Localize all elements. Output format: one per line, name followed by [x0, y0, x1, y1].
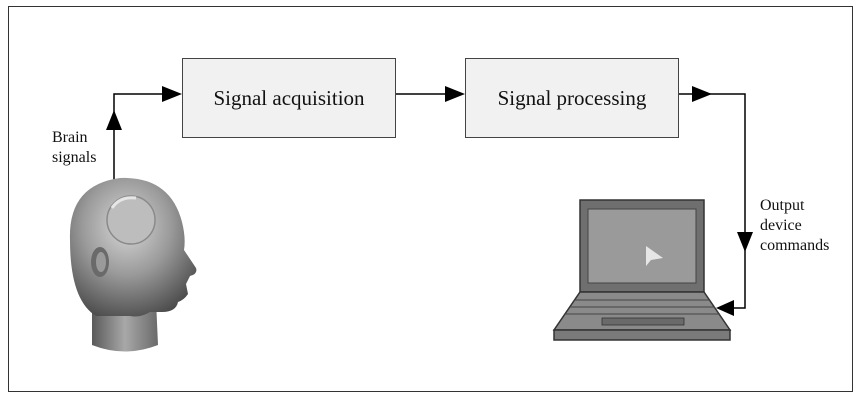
- proc-to-output-connector: [679, 86, 753, 316]
- signal-processing-box: Signal processing: [465, 58, 679, 138]
- arrowhead-right-acq: [162, 86, 182, 102]
- signal-processing-label: Signal processing: [497, 85, 647, 110]
- signal-acquisition-box: Signal acquisition: [182, 58, 396, 138]
- signal-acquisition-label: Signal acquisition: [213, 85, 365, 110]
- brain-signals-label: Brain signals: [52, 129, 97, 166]
- cursor-icon: [646, 246, 663, 266]
- arrowhead-right-proc: [445, 86, 465, 102]
- human-head-icon: [69, 177, 197, 352]
- brain-signal-connector: [106, 86, 182, 180]
- laptop-computer-icon: [552, 199, 732, 341]
- output-device-commands-label: Output device commands: [760, 197, 830, 254]
- arrowhead-right-out: [692, 86, 712, 102]
- acq-to-proc-connector: [396, 86, 465, 102]
- arrowhead-left-laptop: [716, 300, 734, 316]
- arrowhead-up: [106, 110, 122, 130]
- arrowhead-down: [737, 232, 753, 252]
